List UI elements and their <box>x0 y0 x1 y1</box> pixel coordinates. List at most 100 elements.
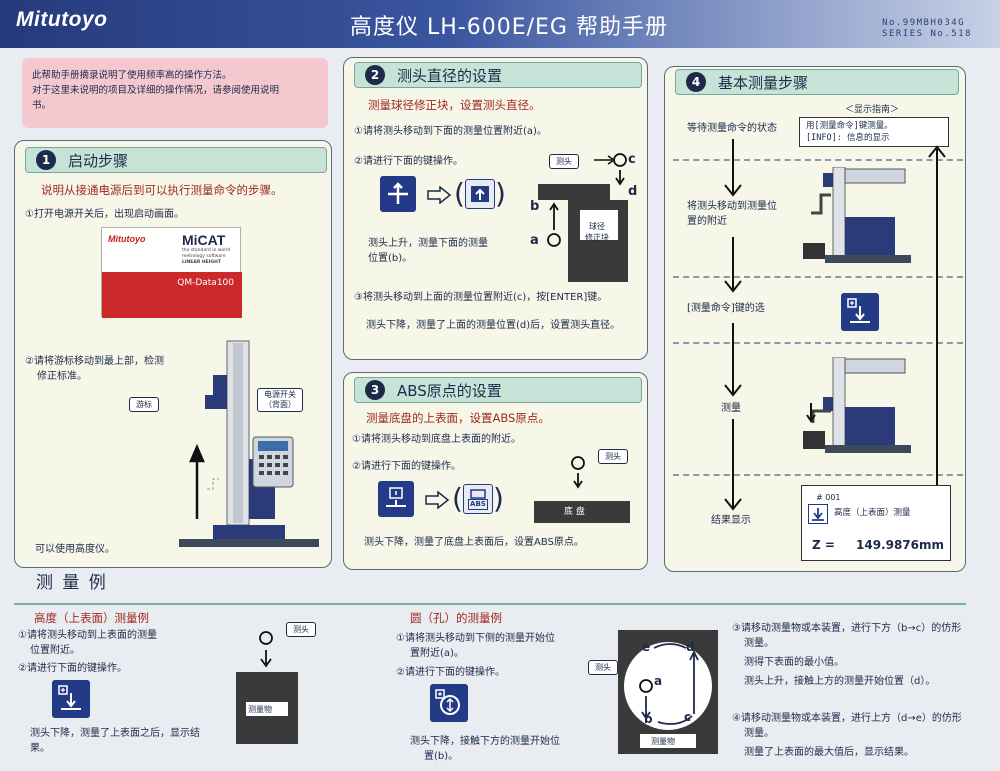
section-2-step-2: ②请进行下面的键操作。 <box>354 156 463 167</box>
circle-point-a: a <box>654 674 663 688</box>
header-bar: Mitutoyo 高度仪 LH-600E/EG 帮助手册 No.99MBH034… <box>0 0 1000 48</box>
section-2-desc-2: 测头下降，测量了上面的测量位置(d)后，设置测头直径。 <box>366 320 621 331</box>
circle-measure-key[interactable] <box>430 684 468 722</box>
abs-key[interactable]: ABS <box>462 484 493 514</box>
examples-title: 测 量 例 <box>36 573 108 593</box>
circle-point-d: d <box>686 640 695 654</box>
section-1-title: 启动步骤 <box>68 151 129 170</box>
examples-divider <box>14 603 966 605</box>
example-2-step-1a: ①请将测头移动到下侧的测量开始位 <box>396 633 555 644</box>
power-switch-label-b: （背面） <box>264 400 296 409</box>
example-1-step-1b: 位置附近。 <box>30 645 80 656</box>
screen-app-name: MiCAT <box>182 232 226 248</box>
section-2-desc-1a: 测头上升，测量下面的测量 <box>368 238 488 249</box>
gauge-block-label-a: 球径 <box>589 222 605 231</box>
section-1-panel: 1 启动步骤 说明从接通电源后到可以执行测量命令的步骤。 ①打开电源开关后，出现… <box>14 140 332 568</box>
section-4-header: 4 基本测量步骤 <box>675 69 959 95</box>
abs-key-group: ( ABS ) <box>452 481 504 517</box>
section-2-step-3: ③将测头移动到上面的测量位置附近(c)，按[ENTER]键。 <box>354 292 608 303</box>
circle-point-e: e <box>642 640 651 654</box>
point-d-label: d <box>628 184 638 199</box>
height-gauge-small-2 <box>803 357 911 453</box>
measure-command-key-s4[interactable] <box>841 293 879 331</box>
section-3-panel: 3 ABS原点的设置 测量底盘的上表面，设置ABS原点。 ①请将测头移动到底盘上… <box>343 372 648 570</box>
section-4-title: 基本测量步骤 <box>718 73 809 92</box>
height-gauge-small-1 <box>803 167 911 263</box>
divider-2 <box>673 276 963 278</box>
height-gauge-illustration <box>179 340 319 547</box>
intro-note: 此帮助手册摘录说明了使用频率高的操作方法。 对于这里未说明的项目及详细的操作情况… <box>22 58 328 128</box>
example-1-diagram <box>236 631 298 744</box>
example-step-4b: 测量。 <box>744 728 774 739</box>
circle-point-b: b <box>644 712 653 726</box>
section-3-step-2: ②请进行下面的键操作。 <box>352 461 461 472</box>
abs-key-label: ABS <box>468 498 488 510</box>
doc-number: No.99MBH034G <box>882 18 966 28</box>
intro-line-1: 此帮助手册摘录说明了使用频率高的操作方法。 <box>32 70 232 81</box>
measure-command-key-ex1[interactable] <box>52 680 90 718</box>
result-display: # 001 高度（上表面）测量 Z = 149.9876mm <box>801 485 951 561</box>
example-2-title: 圆（孔）的测量例 <box>410 611 502 625</box>
example-step-3b: 测量。 <box>744 638 774 649</box>
example-step-3a: ③请移动测量物或本装置，进行下方（b→c）的仿形 <box>732 623 962 634</box>
section-1-lead: 说明从接通电源后到可以执行测量命令的步骤。 <box>41 183 283 197</box>
section-1-step-1: ①打开电源开关后，出现启动画面。 <box>25 209 184 220</box>
section-2-header: 2 测头直径的设置 <box>354 62 642 88</box>
cursor-label: 游标 <box>129 397 159 412</box>
section-2-panel: 2 测头直径的设置 测量球径修正块，设置测头直径。 ①请将测头移动到下面的测量位… <box>343 57 648 360</box>
object-label-ex1: 测量物 <box>248 705 272 714</box>
probe-down-key[interactable] <box>378 481 414 517</box>
divider-1 <box>673 159 963 161</box>
section-1-step-2b: 修正标准。 <box>37 371 87 382</box>
example-1-step-1a: ①请将测头移动到上表面的测量 <box>18 630 157 641</box>
guide-title: ＜显示指南＞ <box>845 105 900 115</box>
intro-line-3: 书。 <box>32 100 52 111</box>
state-waiting: 等待测量命令的状态 <box>687 123 777 134</box>
power-switch-label-a: 电源开关 <box>264 390 296 399</box>
circle-point-c: c <box>684 710 692 724</box>
result-axis-label: Z = <box>812 538 835 552</box>
object-label-ex2: 测量物 <box>651 737 675 746</box>
screen-tagline: the standard in world metrology software… <box>182 248 230 266</box>
example-1-title: 高度（上表面）测量例 <box>34 611 149 625</box>
probe-diameter-key-group: ( ) <box>454 176 506 212</box>
example-1-desc-b: 果。 <box>30 743 50 754</box>
result-desc: 高度（上表面）测量 <box>834 508 911 518</box>
example-step-4a: ④请移动测量物或本装置，进行上方（d→e）的仿形 <box>732 713 962 724</box>
point-a-label: a <box>530 233 539 248</box>
screen-brand: Mitutoyo <box>108 234 146 244</box>
close-paren-icon: ) <box>494 177 506 210</box>
example-step-3c: 测得下表面的最小值。 <box>744 657 844 668</box>
section-1-ready: 可以使用高度仪。 <box>35 544 115 555</box>
result-mode-icon <box>808 504 828 524</box>
probe-up-icon <box>388 182 408 204</box>
abs-origin-icon <box>470 488 486 499</box>
probe-label-s3: 测头 <box>598 449 628 464</box>
section-3-number: 3 <box>365 380 385 400</box>
intro-line-2: 对于这里未说明的项目及详细的操作情况，请参阅使用说明 <box>32 85 280 96</box>
gauge-block-label-b: 修正块 <box>585 233 609 242</box>
guide-line-2: [INFO]: 信息的显示 <box>806 133 890 143</box>
base-plate-label: 底 盘 <box>564 507 585 517</box>
section-1-header: 1 启动步骤 <box>25 147 327 173</box>
probe-down-icon <box>386 487 406 507</box>
guide-line-1: 用[测量命令]键测量。 <box>806 121 893 131</box>
result-id: # 001 <box>816 493 841 502</box>
screen-tag-2: metrology software <box>182 254 226 259</box>
probe-diameter-key[interactable] <box>464 179 495 209</box>
arrow-right-icon-s3 <box>425 491 450 509</box>
example-1-step-2: ②请进行下面的键操作。 <box>18 663 127 674</box>
open-paren-icon-s3: ( <box>452 482 463 515</box>
section-2-number: 2 <box>365 65 385 85</box>
example-1-desc-a: 测头下降，测量了上表面之后，显示结 <box>30 728 200 739</box>
screen-data-label: QM-Data100 <box>177 278 234 288</box>
section-3-desc: 测头下降，测量了底盘上表面后，设置ABS原点。 <box>364 537 584 548</box>
circle-measure-icon <box>435 689 460 715</box>
probe-diameter-diagram <box>538 153 628 282</box>
probe-up-key[interactable] <box>380 176 416 212</box>
section-3-step-1: ①请将测头移动到底盘上表面的附近。 <box>352 434 521 445</box>
state-key-select: [测量命令]键的选 <box>687 303 765 314</box>
section-3-lead: 测量底盘的上表面，设置ABS原点。 <box>366 411 550 425</box>
point-c-label: c <box>628 152 636 167</box>
section-2-lead: 测量球径修正块，设置测头直径。 <box>368 98 541 112</box>
